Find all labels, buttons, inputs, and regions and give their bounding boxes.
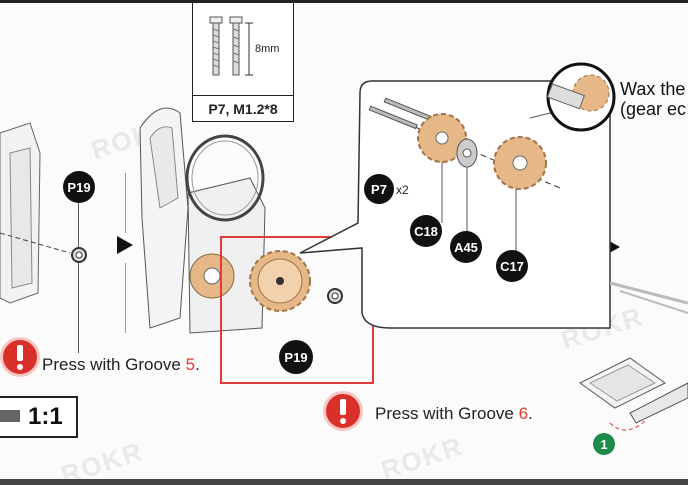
part-badge-p19: P19 xyxy=(279,340,313,374)
step-marker-badge: 1 xyxy=(593,433,615,455)
watermark: ROKR xyxy=(377,430,467,485)
screw-icon xyxy=(209,16,253,76)
scale-label: 1:1 xyxy=(28,403,63,430)
screw-size-label: 8mm xyxy=(255,43,280,55)
bearing-icon xyxy=(327,288,343,304)
leader-line xyxy=(78,203,79,353)
screw-part-label: P7, M1.2*8 xyxy=(193,95,293,121)
part-badge-p7: P7 xyxy=(364,174,394,204)
part-quantity: x2 xyxy=(396,183,409,197)
wax-gear-zoom-icon xyxy=(546,62,616,132)
part-badge-p19: P19 xyxy=(63,171,95,203)
part-badge-c17: C17 xyxy=(496,250,528,282)
scale-ruler-icon xyxy=(0,410,20,422)
step-arrow-icon xyxy=(117,236,133,254)
press-groove-6-text: Press with Groove 6. xyxy=(375,404,533,423)
warning-icon xyxy=(0,337,40,377)
warning-icon xyxy=(323,391,363,431)
part-badge-a45: A45 xyxy=(450,231,482,263)
divider xyxy=(125,263,126,333)
bottom-border xyxy=(0,479,688,485)
screw-spec-box: 8mm P7, M1.2*8 xyxy=(192,3,294,122)
wax-instruction: Wax the (gear ec xyxy=(620,79,687,119)
scale-box: 1:1 xyxy=(0,396,78,438)
bearing-icon xyxy=(71,247,87,263)
part-badge-c18: C18 xyxy=(410,215,442,247)
step-marker-label: 1 xyxy=(600,436,608,452)
exploded-gear-illustration xyxy=(368,97,591,256)
watermark: ROKR xyxy=(57,435,147,485)
divider xyxy=(125,173,126,233)
middle-assembly-illustration xyxy=(139,107,266,334)
gear-c18-icon xyxy=(249,250,311,312)
left-assembly-illustration xyxy=(0,122,71,304)
right-assembly-illustration xyxy=(579,281,688,431)
press-groove-5-text: Press with Groove 5. xyxy=(42,355,200,374)
